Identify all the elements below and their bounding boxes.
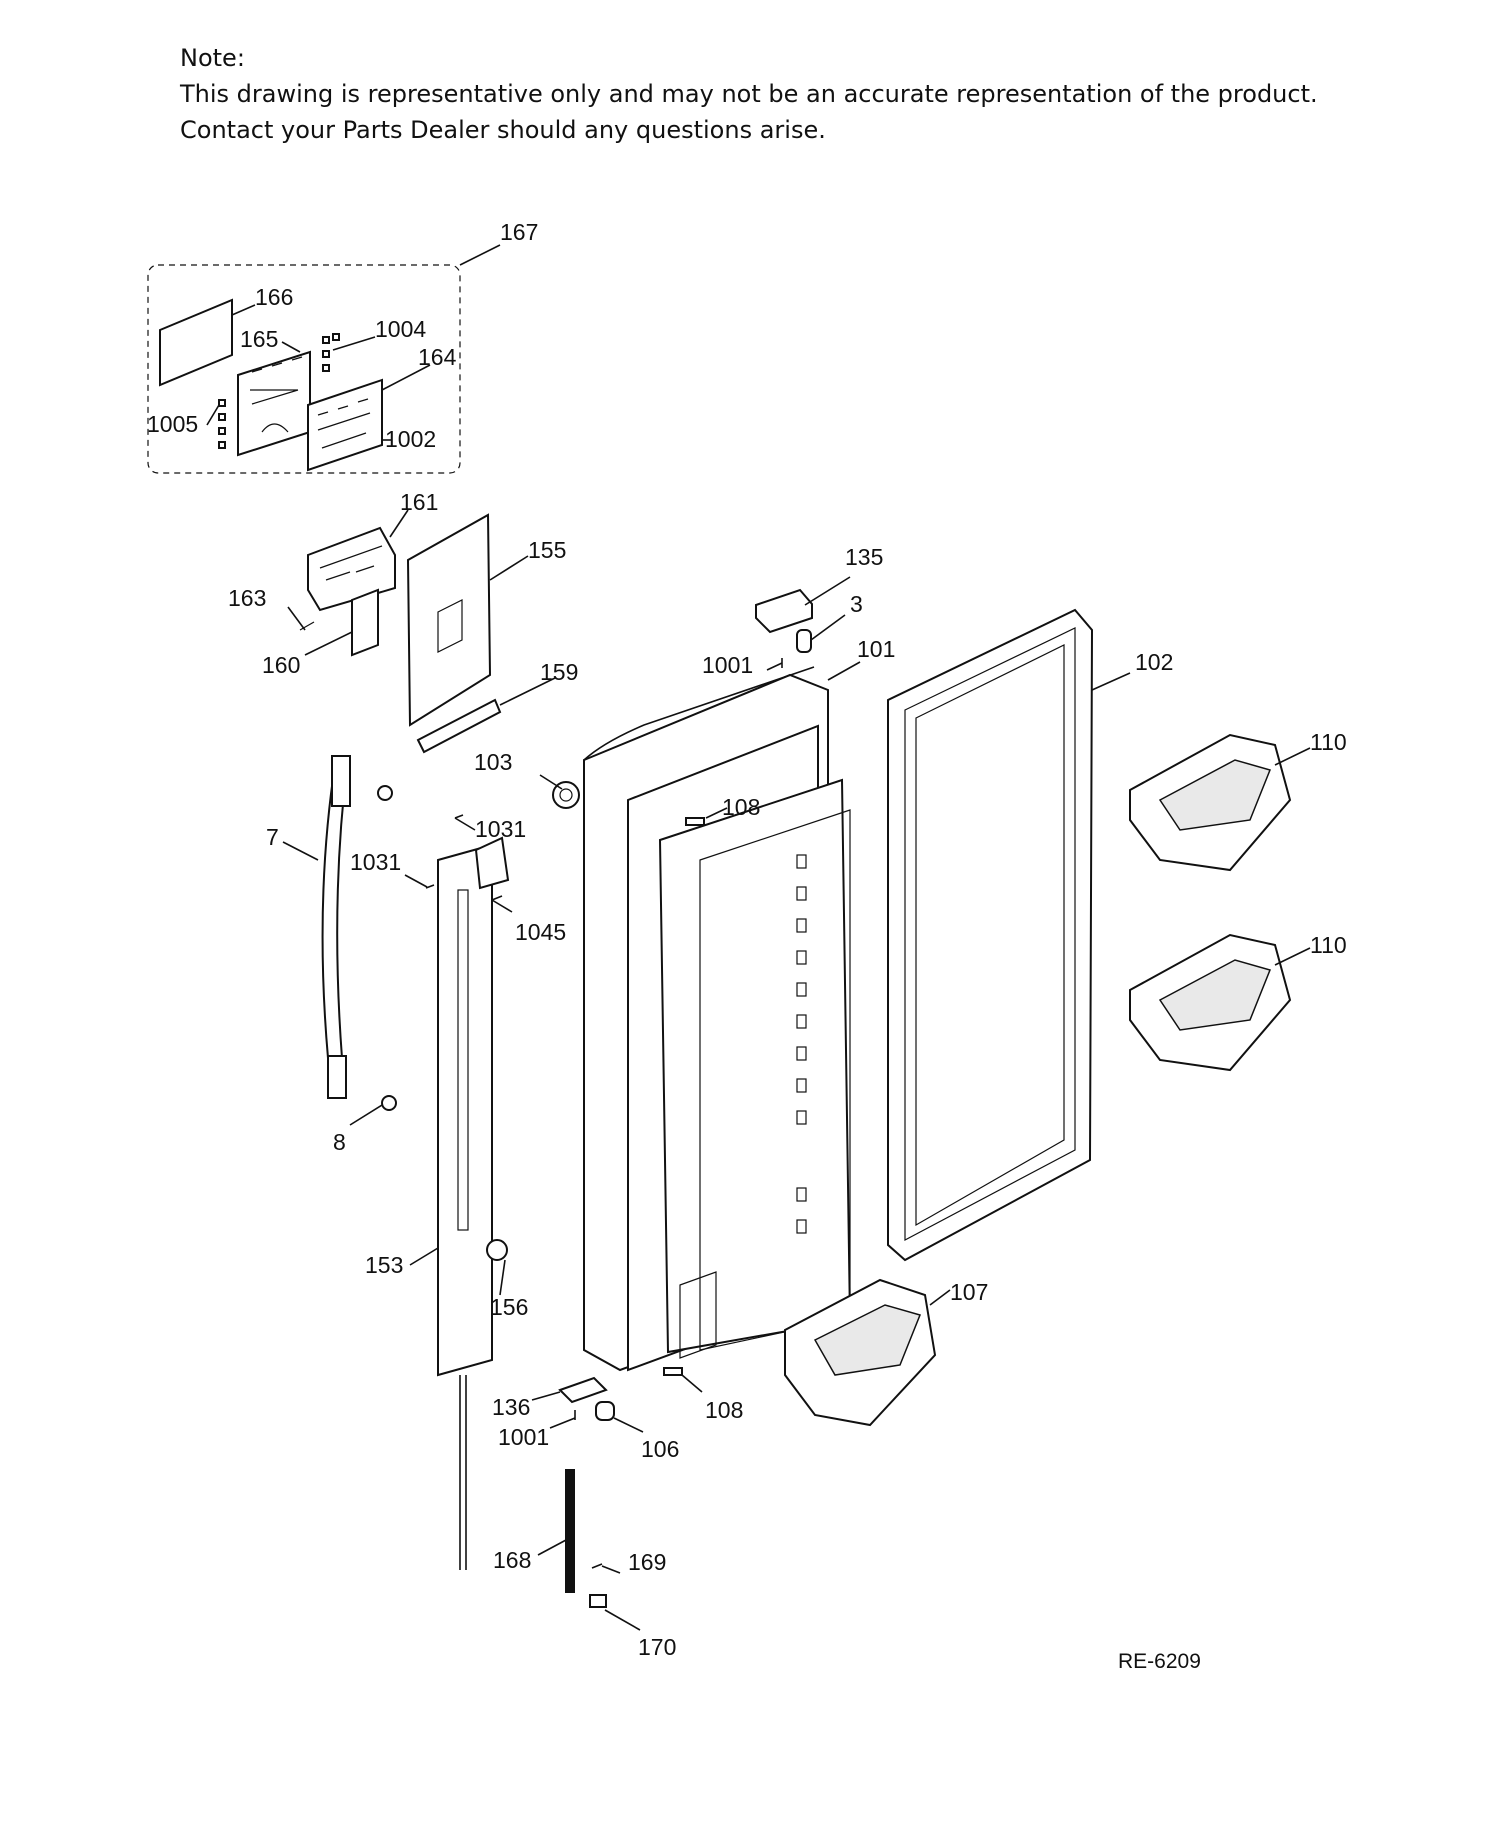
part-107-door-bin-bottom bbox=[784, 1278, 937, 1427]
callout-1004: 1004 bbox=[375, 316, 426, 342]
callout-160: 160 bbox=[262, 652, 300, 678]
callout-106: 106 bbox=[641, 1436, 679, 1462]
part-102-door-gasket bbox=[887, 608, 1094, 1262]
note-line-1: This drawing is representative only and … bbox=[180, 80, 1318, 108]
kit-boundary bbox=[147, 264, 461, 474]
part-101-door-assembly bbox=[583, 666, 852, 1372]
callout-164: 164 bbox=[418, 344, 457, 370]
callout-8: 8 bbox=[333, 1129, 346, 1155]
part-170-fitting bbox=[589, 1594, 607, 1608]
callout-110-upper: 110 bbox=[1310, 729, 1347, 755]
part-155-dispenser-cover bbox=[406, 513, 492, 727]
callout-1002: 1002 bbox=[385, 426, 436, 452]
part-164-control-board bbox=[307, 378, 383, 472]
callout-107: 107 bbox=[950, 1279, 988, 1305]
part-110-door-bin-upper bbox=[1129, 733, 1292, 872]
part-1004-buttons bbox=[322, 333, 340, 372]
callout-166: 166 bbox=[255, 284, 293, 310]
callout-168: 168 bbox=[493, 1547, 531, 1573]
part-8-screw-bottom bbox=[381, 1095, 397, 1111]
callout-1001-bottom: 1001 bbox=[498, 1424, 549, 1450]
door-shelf-slots bbox=[796, 854, 807, 1234]
callout-153: 153 bbox=[365, 1252, 403, 1278]
part-168-tube bbox=[565, 1469, 575, 1593]
callout-1045: 1045 bbox=[515, 919, 566, 945]
callout-136: 136 bbox=[492, 1394, 530, 1420]
part-1005-buttons bbox=[218, 399, 226, 449]
leader-lines bbox=[206, 244, 1311, 1631]
callout-103: 103 bbox=[474, 749, 512, 775]
part-166-label-overlay bbox=[159, 298, 233, 387]
part-160-bracket bbox=[351, 588, 379, 657]
part-136-bottom-hinge bbox=[558, 1376, 608, 1404]
part-169-clip bbox=[591, 1563, 603, 1569]
dispenser-control-kit bbox=[147, 264, 461, 474]
callout-108-top: 108 bbox=[722, 794, 760, 820]
part-8-screw-top bbox=[377, 785, 393, 801]
callout-1031-upper: 1031 bbox=[475, 816, 526, 842]
part-159-trim bbox=[416, 698, 502, 754]
callout-1005: 1005 bbox=[147, 411, 198, 437]
callout-170: 170 bbox=[638, 1634, 676, 1660]
part-163-screw bbox=[299, 621, 315, 631]
callout-163: 163 bbox=[228, 585, 266, 611]
callouts: 167 166 165 1004 164 1005 1002 161 155 1… bbox=[147, 219, 1347, 1660]
callout-1001-top: 1001 bbox=[702, 652, 753, 678]
part-135-hinge-cap bbox=[755, 588, 813, 634]
callout-7: 7 bbox=[266, 824, 279, 850]
callout-110-lower: 110 bbox=[1310, 932, 1347, 958]
part-110-door-bin-lower bbox=[1129, 933, 1292, 1072]
callout-159: 159 bbox=[540, 659, 578, 685]
callout-167: 167 bbox=[500, 219, 538, 245]
part-153-hinge-channel bbox=[437, 843, 493, 1377]
note-line-2: Contact your Parts Dealer should any que… bbox=[180, 116, 826, 144]
callout-101: 101 bbox=[857, 636, 895, 662]
callout-102: 102 bbox=[1135, 649, 1173, 675]
note-heading: Note: bbox=[180, 44, 245, 72]
part-108-stop-top bbox=[685, 817, 705, 826]
callout-169: 169 bbox=[628, 1549, 666, 1575]
part-108-stop-bottom bbox=[663, 1367, 683, 1376]
callout-1031-left: 1031 bbox=[350, 849, 401, 875]
part-103-cap bbox=[552, 781, 580, 809]
part-165-front-panel bbox=[237, 350, 311, 457]
part-3-bushing bbox=[796, 629, 812, 653]
callout-135: 135 bbox=[845, 544, 883, 570]
part-161-control-housing bbox=[307, 526, 396, 612]
part-106-hinge-pin bbox=[595, 1401, 615, 1421]
callout-165: 165 bbox=[240, 326, 278, 352]
diagram-reference: RE-6209 bbox=[1118, 1650, 1201, 1673]
callout-161: 161 bbox=[400, 489, 438, 515]
note-block: Note: This drawing is representative onl… bbox=[180, 40, 1318, 148]
callout-108-bottom: 108 bbox=[705, 1397, 743, 1423]
callout-155: 155 bbox=[528, 537, 566, 563]
callout-156: 156 bbox=[490, 1294, 528, 1320]
callout-3: 3 bbox=[850, 591, 863, 617]
part-156-plug bbox=[486, 1239, 508, 1261]
